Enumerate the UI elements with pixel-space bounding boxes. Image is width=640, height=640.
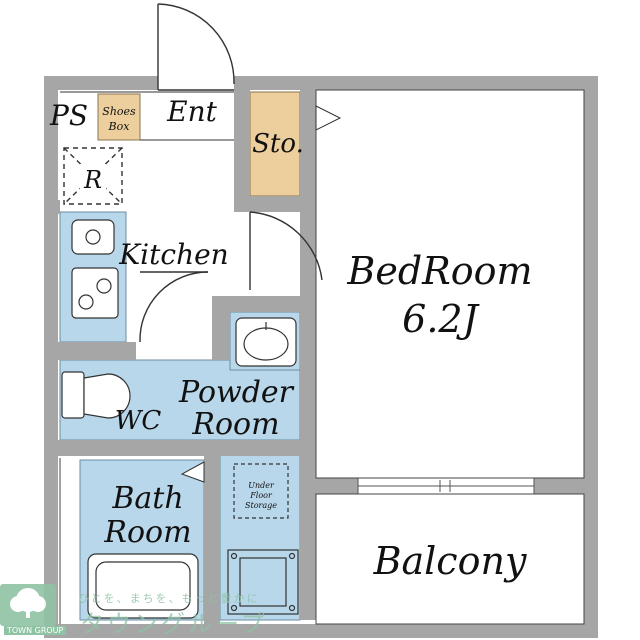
under-floor-label-line3: Storage bbox=[245, 501, 277, 510]
refrigerator-label: R bbox=[83, 166, 102, 194]
washing-machine-pan-icon bbox=[227, 549, 299, 615]
balcony-label: Balcony bbox=[373, 539, 527, 583]
wc-label: WC bbox=[115, 406, 162, 436]
bathtub-icon bbox=[87, 553, 199, 619]
under-floor-storage-icon bbox=[233, 463, 289, 519]
shoes-box bbox=[97, 93, 141, 141]
entrance-opening bbox=[158, 74, 234, 92]
entrance-door bbox=[157, 3, 235, 91]
bedroom-label: BedRoom bbox=[346, 249, 532, 293]
under-floor-label-line2: Floor bbox=[249, 491, 273, 500]
shoes-box-label-line1: Shoes bbox=[102, 105, 136, 118]
shoes-box-label-line2: Box bbox=[108, 120, 131, 133]
interior-walls bbox=[44, 90, 584, 626]
bath-room-label-line1: Bath bbox=[111, 481, 183, 516]
bath-room-label-line2: Room bbox=[103, 515, 191, 550]
storage-door-icon bbox=[315, 105, 342, 131]
ps-label: PS bbox=[49, 99, 88, 132]
town-group-logo-icon bbox=[0, 584, 56, 626]
under-floor-label-line1: Under bbox=[248, 481, 275, 490]
kitchen-sink-icon bbox=[71, 219, 115, 255]
watermark-slogan: ひとを、まちを、もっと豊かに bbox=[78, 592, 260, 605]
washbasin-icon bbox=[235, 317, 297, 367]
toilet-icon bbox=[61, 371, 131, 419]
bedroom-door bbox=[249, 211, 323, 290]
bedroom-window bbox=[357, 477, 535, 495]
stove-icon bbox=[71, 267, 119, 319]
watermark-brand-en: TOWN GROUP bbox=[4, 626, 67, 635]
entrance-label: Ent bbox=[166, 95, 217, 128]
bedroom-area bbox=[315, 89, 585, 479]
kitchen-label: Kitchen bbox=[118, 238, 228, 271]
powder-room-label-line1: Powder bbox=[178, 375, 295, 410]
powder-room-label-line2: Room bbox=[191, 407, 279, 442]
watermark-brand: タウングループ bbox=[80, 610, 268, 638]
bedroom-size-label: 6.2J bbox=[402, 297, 479, 341]
balcony-area bbox=[315, 493, 585, 625]
bath-door-icon bbox=[180, 461, 205, 483]
powder-room-door bbox=[139, 271, 209, 343]
storage-label: Sto. bbox=[252, 129, 304, 159]
